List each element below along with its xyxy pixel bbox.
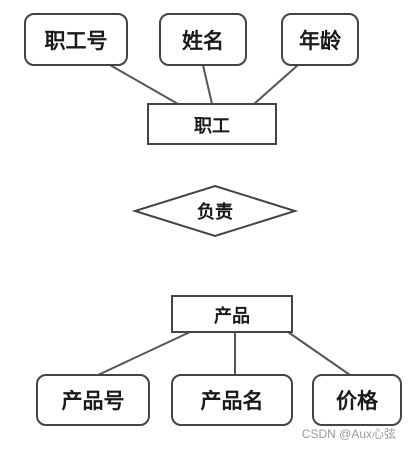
attribute-product-name-label: 产品名 (201, 389, 264, 413)
connector-employee-name (202, 64, 213, 105)
entity-product-label: 产品 (214, 305, 250, 327)
attribute-product-price-label: 价格 (336, 389, 379, 413)
connector-employee-id (109, 64, 179, 105)
watermark: CSDN @Aux心弦 (301, 427, 396, 441)
relationship-responsible: 负责 (131, 184, 299, 238)
attribute-product-id: 产品号 (36, 374, 150, 426)
connector-product-price (287, 331, 351, 376)
attribute-employee-age-label: 年龄 (299, 29, 342, 53)
attribute-product-name: 产品名 (171, 374, 293, 426)
attribute-employee-name: 姓名 (159, 13, 247, 66)
relationship-label: 负责 (197, 201, 233, 223)
attribute-product-price: 价格 (312, 374, 402, 426)
entity-employee-label: 职工 (194, 116, 230, 137)
attribute-employee-age: 年龄 (281, 13, 359, 66)
entity-product: 产品 (171, 295, 293, 333)
attribute-employee-id-label: 职工号 (45, 29, 108, 53)
entity-employee: 职工 (147, 103, 277, 145)
attribute-employee-id: 职工号 (24, 13, 128, 66)
attribute-employee-name-label: 姓名 (182, 29, 224, 53)
attribute-product-id-label: 产品号 (62, 389, 125, 413)
connector-employee-age (253, 64, 299, 105)
connector-product-id (97, 331, 191, 376)
